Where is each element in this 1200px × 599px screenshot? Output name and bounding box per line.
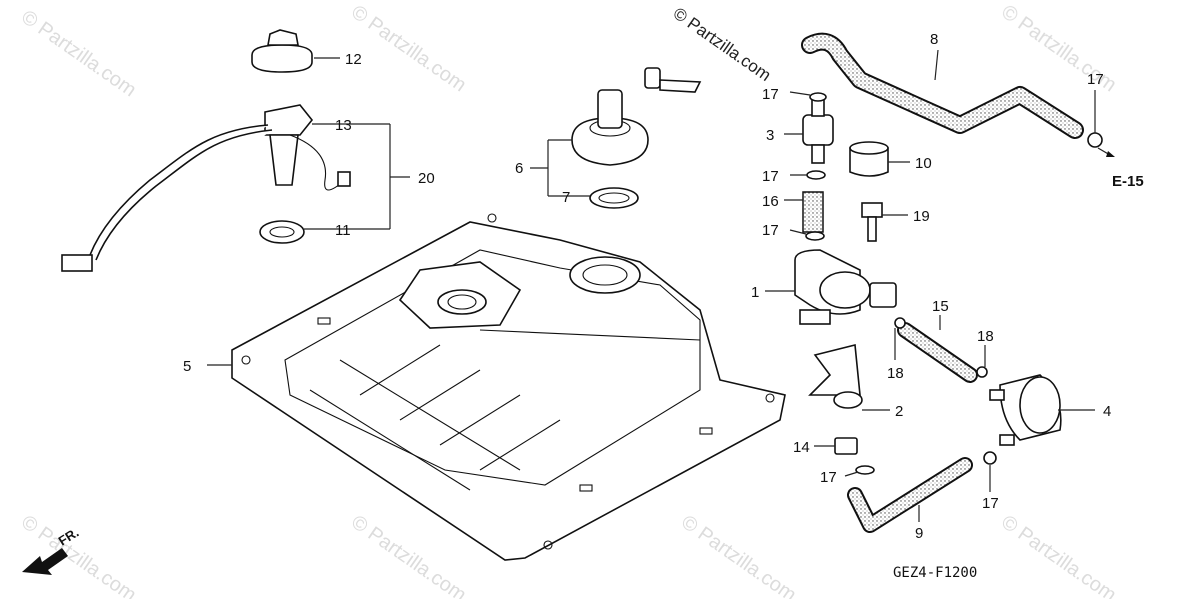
callout-15: 15 (932, 298, 949, 315)
sleeve-part (849, 141, 889, 177)
canister-part (989, 374, 1062, 446)
fuel-tank-part (231, 213, 786, 561)
callout-4: 4 (1103, 403, 1111, 420)
callout-1: 1 (751, 284, 759, 301)
valve-part (794, 249, 897, 325)
callout-labels: 12 13 20 11 6 7 8 17 3 10 17 16 19 17 1 … (183, 31, 1111, 542)
callout-6: 6 (515, 160, 523, 177)
callout-14: 14 (793, 439, 810, 456)
callout-18: 18 (977, 328, 994, 345)
copyright-text: © Partzilla.com (670, 4, 775, 85)
callout-9: 9 (915, 525, 923, 542)
callout-17: 17 (1087, 71, 1104, 88)
callout-13: 13 (335, 117, 352, 134)
watermark-text: © Partzilla.com (17, 6, 140, 101)
callout-12: 12 (345, 51, 362, 68)
callout-7: 7 (562, 189, 570, 206)
callout-17: 17 (982, 495, 999, 512)
watermark-text: © Partzilla.com (17, 511, 140, 599)
clips (805, 92, 1103, 475)
watermark-text: © Partzilla.com (997, 511, 1120, 599)
callout-10: 10 (915, 155, 932, 172)
vent-tube-part (801, 32, 1084, 139)
watermark-text: © Partzilla.com (347, 1, 470, 96)
callout-2: 2 (895, 403, 903, 420)
callout-3: 3 (766, 127, 774, 144)
callout-17: 17 (762, 168, 779, 185)
hose-part (847, 457, 973, 533)
cap-gasket-part (589, 187, 639, 209)
tube-15-part (897, 322, 978, 383)
leader-lines (207, 49, 1115, 522)
callout-17: 17 (762, 86, 779, 103)
filter-part (802, 97, 834, 164)
callout-17: 17 (820, 469, 837, 486)
seal-ring-part (259, 220, 305, 244)
bracket-part (808, 343, 863, 409)
diagram-code: GEZ4-F1200 (893, 565, 977, 581)
callout-8: 8 (930, 31, 938, 48)
callout-11: 11 (335, 222, 351, 239)
bolt-part (861, 202, 883, 242)
callout-17: 17 (762, 222, 779, 239)
fuel-cap-part (571, 67, 702, 166)
fuel-pump-part (61, 104, 351, 272)
short-tube-part (802, 191, 824, 233)
cap-ring-part (251, 29, 313, 73)
callout-16: 16 (762, 193, 779, 210)
reference-label: E-15 (1112, 173, 1144, 190)
callout-20: 20 (418, 170, 435, 187)
nut-part (834, 437, 858, 455)
callout-18: 18 (887, 365, 904, 382)
callout-19: 19 (913, 208, 930, 225)
watermark-text: © Partzilla.com (677, 511, 800, 599)
callout-5: 5 (183, 358, 191, 375)
